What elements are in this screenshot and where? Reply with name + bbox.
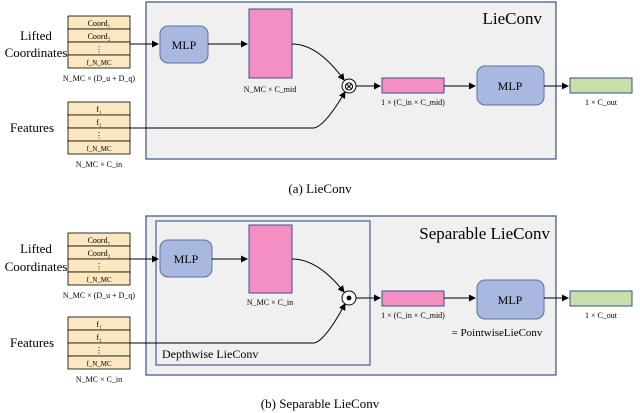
coords-cell: f_N_MC bbox=[86, 276, 112, 284]
coords-cell: Coord₁ bbox=[88, 236, 111, 245]
mlp-box-b2 bbox=[476, 279, 545, 320]
lifted-label-b1: Lifted bbox=[20, 241, 52, 256]
output-dim-b: 1 × C_out bbox=[585, 311, 618, 320]
features-cell: f_N_MC bbox=[86, 145, 112, 153]
lifted-label-a2: Coordinates bbox=[5, 45, 68, 60]
lifted-label-a1: Lifted bbox=[20, 28, 52, 43]
mlp-label-a2: MLP bbox=[498, 79, 523, 93]
panel-b-title: Separable LieConv bbox=[419, 224, 550, 243]
vector-dim-b: 1 × (C_in × C_mid) bbox=[381, 311, 445, 320]
features-dim-a: N_MC × C_in bbox=[76, 160, 122, 169]
vector-dim-a: 1 × (C_in × C_mid) bbox=[381, 98, 445, 107]
features-label-a: Features bbox=[10, 120, 54, 135]
elementwise-dot-b bbox=[346, 295, 352, 301]
vector-block-a bbox=[381, 77, 445, 94]
kernel-block-a bbox=[248, 8, 293, 79]
panel-a-title: LieConv bbox=[483, 9, 543, 28]
product-symbol-a: ⊗ bbox=[344, 79, 355, 94]
coords-cell: Coord₁ bbox=[88, 19, 111, 28]
coords-cell: f_N_MC bbox=[86, 59, 112, 67]
coords-table-a: Coord₁ Coord₂ ⋮ f_N_MC bbox=[67, 15, 131, 69]
mlp-label-a1: MLP bbox=[172, 38, 197, 52]
kernel-block-b bbox=[248, 224, 293, 294]
features-cell: f₁ bbox=[96, 105, 102, 114]
vector-block-b bbox=[381, 290, 445, 307]
coords-cell: ⋮ bbox=[95, 45, 103, 54]
output-block-a bbox=[569, 77, 633, 94]
features-table-b: f₁ f₂ ⋮ f_N_MC bbox=[67, 316, 131, 370]
coords-cell: Coord₂ bbox=[88, 249, 111, 258]
features-table-a: f₁ f₂ ⋮ f_N_MC bbox=[67, 101, 131, 155]
mlp-label-b2: MLP bbox=[498, 293, 523, 307]
features-cell: f₁ bbox=[96, 320, 102, 329]
coords-dim-a: N_MC × (D_u + D_q) bbox=[63, 74, 135, 83]
pink-dim-a: N_MC × C_mid bbox=[244, 85, 297, 94]
features-cell: ⋮ bbox=[95, 131, 103, 140]
coords-cell: ⋮ bbox=[95, 262, 103, 271]
panel-b: Separable LieConv Depthwise LieConv Lift… bbox=[5, 215, 633, 411]
features-cell: ⋮ bbox=[95, 346, 103, 355]
caption-b: (b) Separable LieConv bbox=[261, 396, 380, 411]
features-dim-b: N_MC × C_in bbox=[76, 375, 122, 384]
depthwise-frame bbox=[155, 220, 371, 366]
pink-dim-b: N_MC × C_in bbox=[247, 298, 293, 307]
coords-dim-b: N_MC × (D_u + D_q) bbox=[63, 291, 135, 300]
features-cell: f₂ bbox=[96, 333, 102, 342]
features-cell: f_N_MC bbox=[86, 360, 112, 368]
coords-cell: Coord₂ bbox=[88, 32, 111, 41]
features-cell: f₂ bbox=[96, 118, 102, 127]
output-block-b bbox=[569, 290, 633, 307]
caption-a: (a) LieConv bbox=[288, 181, 352, 196]
features-label-b: Features bbox=[10, 335, 54, 350]
pointwise-label: = PointwiseLieConv bbox=[452, 327, 543, 339]
coords-table-b: Coord₁ Coord₂ ⋮ f_N_MC bbox=[67, 232, 131, 286]
panel-a: LieConv Lifted Coordinates Features Coor… bbox=[5, 1, 633, 196]
depthwise-label: Depthwise LieConv bbox=[162, 347, 258, 361]
mlp-label-b1: MLP bbox=[174, 252, 199, 266]
output-dim-a: 1 × C_out bbox=[585, 98, 618, 107]
lifted-label-b2: Coordinates bbox=[5, 259, 68, 274]
